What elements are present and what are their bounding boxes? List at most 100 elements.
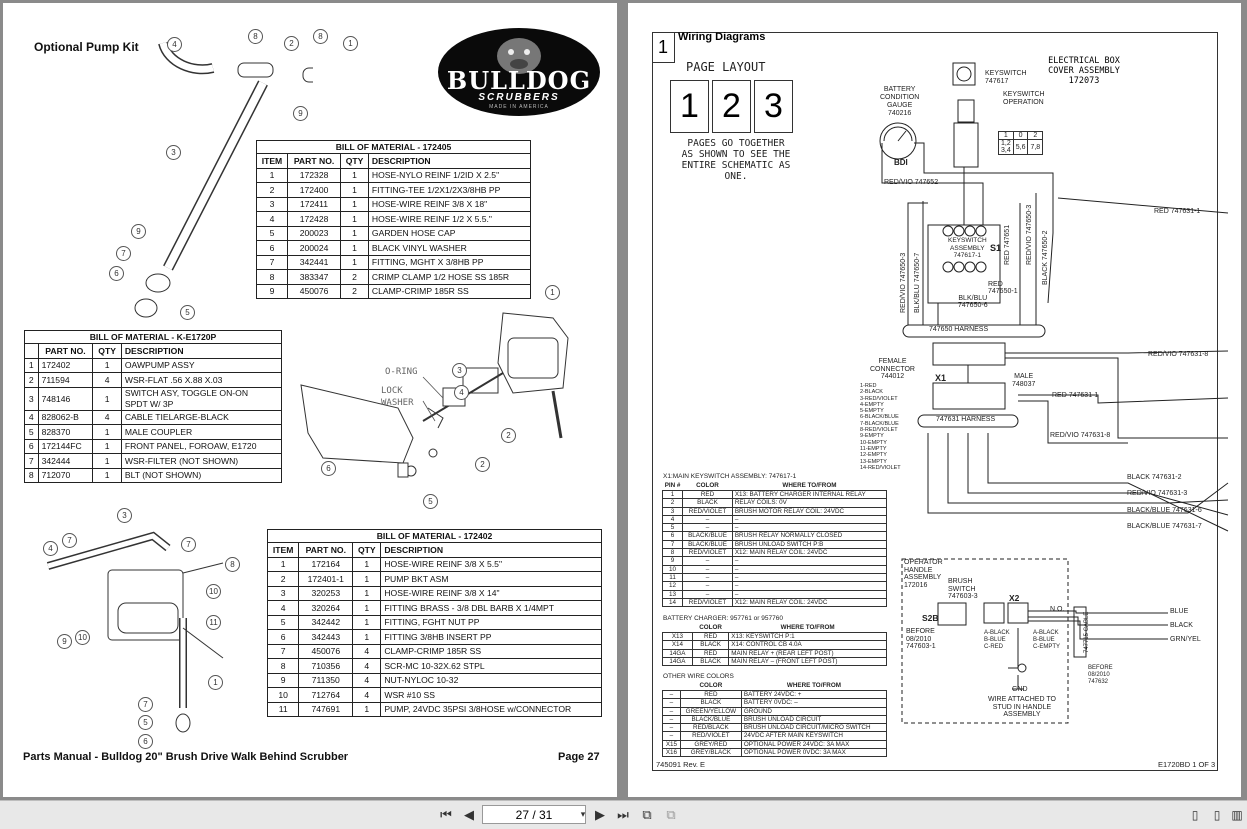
- table-cell: RED/BLACK: [679, 723, 742, 733]
- first-page-icon[interactable]: ⏮: [440, 807, 452, 822]
- table-cell: 342443: [298, 629, 354, 645]
- callout-7: 7: [181, 537, 196, 552]
- column-header: QTY: [340, 153, 369, 169]
- keyswitch-assembly-label: KEYSWITCH ASSEMBLY 747617-1: [948, 237, 987, 259]
- table-cell: 1: [352, 701, 382, 717]
- table-cell: BRUSH UNLOAD CIRCUIT: [740, 714, 888, 725]
- x1-label: X1: [935, 373, 947, 383]
- table-cell: –: [662, 714, 681, 725]
- normally-open-label: N.O.: [1050, 606, 1065, 613]
- layout-box-1: 1: [670, 80, 709, 133]
- table-cell: 1: [661, 489, 684, 500]
- column-header: QTY: [352, 542, 382, 558]
- column-header: QTY: [92, 343, 122, 359]
- page-number-input[interactable]: 27 / 31: [482, 805, 586, 824]
- wire-blk-blu-747650-7: BLK/BLU 747650-7: [914, 252, 921, 313]
- table-cell: BLACK/BLUE: [682, 531, 733, 541]
- layout-box-3: 3: [754, 80, 793, 133]
- table-cell: 1: [340, 254, 369, 270]
- table-cell: 1: [340, 167, 369, 183]
- table-cell: X13: KEYSWITCH P:1: [728, 631, 887, 642]
- table-cell: 6: [661, 531, 684, 541]
- column-header: PART NO.: [298, 542, 354, 558]
- s1-label: S1: [990, 243, 1002, 253]
- table-cell: 710356: [298, 658, 354, 674]
- table-cell: 10: [266, 687, 300, 703]
- table-cell: 3: [661, 506, 684, 516]
- male-connector-label: MALE 748037: [1012, 373, 1036, 388]
- table-cell: 14GA: [662, 648, 693, 658]
- table-cell: 712070: [37, 467, 94, 483]
- wire-red-vio-747652: RED/VIO 747652: [884, 179, 939, 186]
- table-cell: 450076: [298, 643, 354, 659]
- table-cell: X14: [662, 640, 693, 650]
- table-cell: 6: [256, 240, 288, 256]
- last-page-icon[interactable]: ⏭: [617, 807, 629, 822]
- table-cell: 342441: [286, 254, 342, 270]
- table-cell: 4: [352, 658, 382, 674]
- table-cell: 14GA: [662, 656, 693, 667]
- left-page: Optional Pump Kit BULLDOG SCRUBBERS MADE…: [3, 3, 617, 797]
- table-cell: BLACK: [691, 656, 730, 667]
- back-view-icon[interactable]: ⧉: [642, 807, 652, 822]
- previous-page-icon[interactable]: ◀: [464, 807, 474, 822]
- table-cell: BLACK: [682, 498, 733, 508]
- continuous-view-icon[interactable]: ▥: [1231, 808, 1243, 822]
- table-cell: FITTING-TEE 1/2X1/2X3/8HB PP: [367, 182, 532, 198]
- electrical-box-label: ELECTRICAL BOX COVER ASSEMBLY 172073: [1048, 56, 1120, 86]
- next-page-icon[interactable]: ▶: [595, 807, 605, 822]
- table-cell: 4: [352, 672, 382, 688]
- callout-11: 11: [206, 615, 221, 630]
- bom-172402-caption: BILL OF MATERIAL - 172402: [267, 529, 602, 542]
- table-cell: X12: MAIN RELAY COIL: 24VDC: [731, 548, 888, 558]
- single-page-view-icon[interactable]: ▯: [1191, 808, 1199, 822]
- table-cell: RED: [691, 648, 730, 658]
- column-header: PART NO.: [37, 343, 94, 359]
- table-cell: 2: [266, 571, 300, 587]
- table-cell: –: [682, 572, 733, 583]
- table-row: 12––: [661, 581, 888, 591]
- table-cell: WSR-FILTER (NOT SHOWN): [120, 453, 283, 469]
- s2b-label: S2B: [922, 613, 939, 623]
- table-cell: 4: [24, 409, 39, 425]
- table-row: 11––: [661, 572, 888, 583]
- table-cell: CRIMP CLAMP 1/2 HOSE SS 185R: [367, 269, 532, 285]
- table-cell: 5: [256, 225, 288, 241]
- column-header: DESCRIPTION: [380, 542, 602, 558]
- table-cell: BLACK: [691, 640, 730, 650]
- page-dropdown-chevron-icon[interactable]: ▾: [580, 809, 586, 819]
- table-cell: FITTING BRASS - 3/8 DBL BARB X 1/4MPT: [380, 600, 602, 616]
- table-cell: 320253: [298, 585, 354, 601]
- page-number-box: 1: [652, 32, 675, 63]
- logo-tagline: MADE IN AMERICA: [489, 104, 549, 110]
- callout-9: 9: [293, 106, 308, 121]
- table-row: 5––: [661, 523, 888, 533]
- two-page-view-icon[interactable]: ▯: [1213, 808, 1221, 822]
- table-cell: 1: [352, 629, 382, 645]
- forward-view-icon[interactable]: ⧉: [666, 807, 676, 822]
- table-cell: 8: [266, 658, 300, 674]
- table-cell: BLT (NOT SHOWN): [120, 467, 283, 483]
- table-cell: 10: [661, 564, 684, 574]
- table-cell: 172328: [286, 167, 342, 183]
- bulldog-logo: BULLDOG SCRUBBERS MADE IN AMERICA: [436, 26, 602, 118]
- table-cell: RED: [679, 689, 742, 700]
- table-cell: X12: MAIN RELAY COIL: 24VDC: [731, 597, 888, 608]
- table-cell: 172402: [37, 357, 94, 373]
- table-cell: RED/VIOLET: [682, 597, 733, 608]
- connector-color-key: 1-RED 2-BLACK 3-RED/VIOLET 4-EMPTY 5-EMP…: [860, 383, 901, 471]
- table-cell: 4: [92, 409, 122, 425]
